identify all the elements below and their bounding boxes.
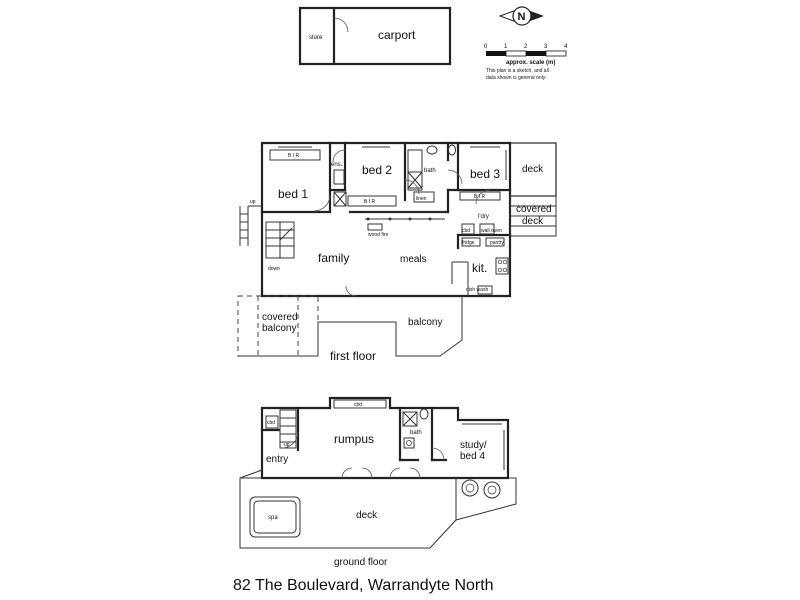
linen-label: linen [416, 196, 427, 202]
scale-tick: 3 [544, 44, 548, 50]
scale-tick: 0 [484, 44, 488, 50]
room-covered-balcony: covered [262, 312, 298, 323]
room-covered-balcony: balcony [262, 323, 296, 334]
scale-bar: 0 1 2 3 4 approx. scale (m) This plan is… [484, 44, 568, 81]
room-covered-deck: deck [522, 216, 544, 227]
wall-oven-label: wall oven [481, 228, 502, 234]
carport-label: carport [378, 28, 416, 42]
room-study: bed 4 [460, 451, 485, 462]
room-rumpus: rumpus [334, 432, 374, 446]
room-family: family [318, 251, 349, 265]
scale-title: approx. scale (m) [506, 60, 555, 66]
dish-wash-label: dish wash [466, 287, 488, 293]
first-floor-label: first floor [330, 349, 376, 363]
cbd-label: cbd [462, 228, 470, 234]
room-meals: meals [400, 254, 427, 265]
room-kitchen: kit. [472, 261, 487, 275]
bir-label: B I R [474, 194, 486, 200]
pantry-label: pantry [490, 240, 504, 246]
room-bath: bath [410, 430, 422, 436]
store-label: store [309, 35, 323, 41]
scale-tick: 2 [524, 44, 528, 50]
down-label: down [268, 266, 280, 272]
first-floor-plan: B I R B I R B I R bed 1 ens. bed 2 bath … [237, 141, 557, 363]
up-label: up [284, 442, 290, 448]
cbd-label: cbd [267, 420, 275, 426]
scale-tick: 4 [564, 44, 568, 50]
property-address: 82 The Boulevard, Warrandyte North [233, 577, 494, 594]
room-spa: spa [268, 515, 278, 521]
room-laundry: l'dry [478, 214, 489, 220]
room-ensuite: ens. [331, 162, 343, 168]
scale-note: This plan is a sketch, and all [486, 68, 549, 74]
room-bed3: bed 3 [470, 167, 500, 181]
room-covered-deck: covered [516, 204, 552, 215]
ground-floor-plan: cbd cbd up rumpus bath study/ bed 4 entr… [239, 396, 517, 568]
room-study: study/ [460, 440, 487, 451]
bir-label: B I R [364, 199, 376, 205]
room-balcony: balcony [408, 317, 442, 328]
room-deck: deck [522, 164, 544, 175]
carport-building: store carport [298, 6, 452, 66]
bir-label: B I R [288, 153, 300, 159]
wood-fire-label: wood fire [368, 232, 389, 238]
compass-letter: N [518, 11, 526, 23]
room-deck: deck [356, 510, 378, 521]
cbd-label: cbd [354, 402, 362, 408]
north-compass-icon: N [498, 6, 544, 26]
room-bath: bath [424, 168, 436, 174]
scale-tick: 1 [504, 44, 508, 50]
ground-floor-label: ground floor [334, 557, 388, 568]
room-bed1: bed 1 [278, 187, 308, 201]
room-entry: entry [266, 454, 288, 465]
scale-note: data shown is general only. [486, 75, 546, 81]
up-label: up [250, 199, 256, 205]
room-bed2: bed 2 [362, 163, 392, 177]
fridge-label: fridge [462, 240, 475, 246]
